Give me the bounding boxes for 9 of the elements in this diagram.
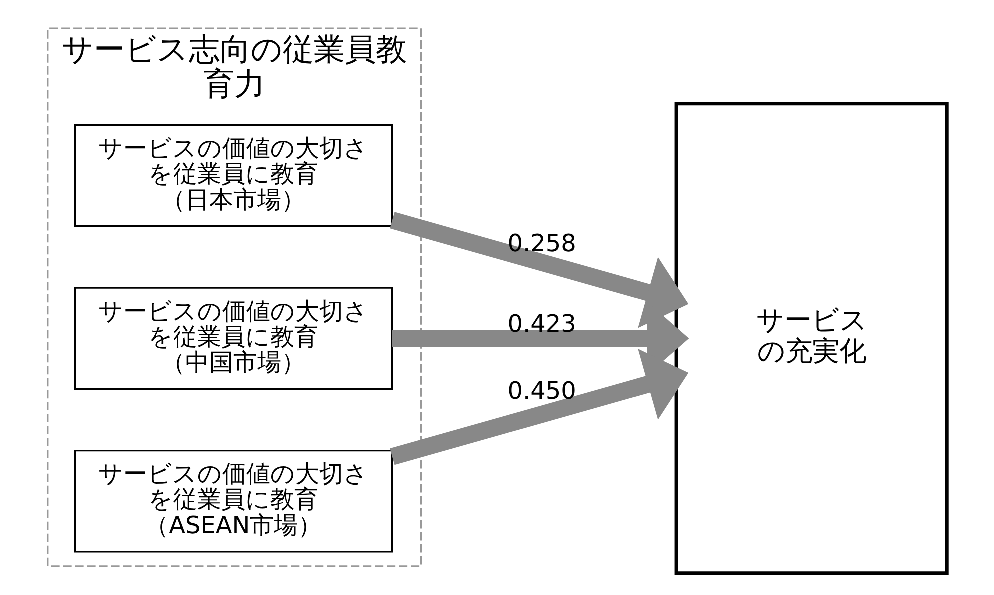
node-box: サービスの価値の大切さを従業員に教育（日本市場） [74,124,393,228]
arrow [390,349,688,466]
node-box: サービスの充実化 [674,102,948,575]
arrow [390,212,688,328]
node-box: サービスの価値の大切さを従業員に教育（ASEAN市場） [74,450,393,553]
node-box: サービスの価値の大切さを従業員に教育（中国市場） [74,287,393,390]
edge-label: 0.258 [507,230,576,258]
edge-label: 0.423 [507,310,576,338]
edge-label: 0.450 [507,376,576,405]
